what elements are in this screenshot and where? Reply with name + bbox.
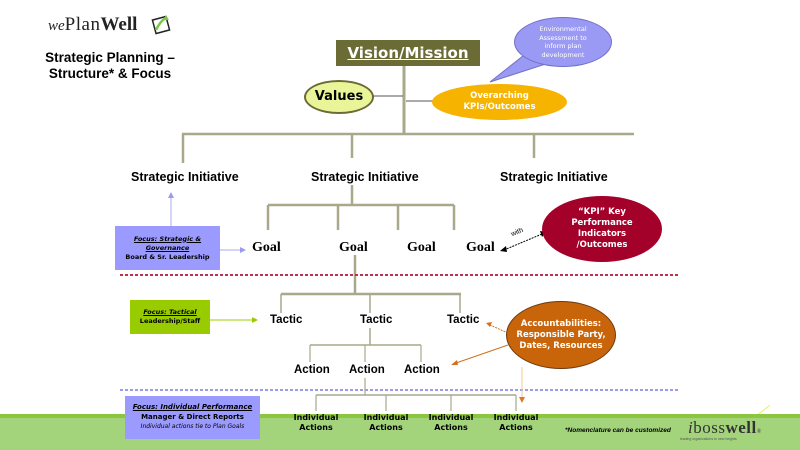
tactic: Tactic [360, 314, 393, 326]
individual-actions: Individual Actions [363, 413, 409, 432]
focus-tactical-box: Focus: Tactical Leadership/Staff [130, 300, 210, 334]
strategic-initiative: Strategic Initiative [311, 170, 419, 184]
strategic-initiative: Strategic Initiative [500, 170, 608, 184]
ibosswell-logo: ibosswell® [688, 418, 762, 437]
values-bubble: Values [304, 80, 374, 114]
focus-strategic-box: Focus: Strategic & Governance Board & Sr… [115, 226, 220, 270]
focus-individual-box: Focus: Individual Performance Manager & … [125, 396, 260, 439]
footer-divider [0, 414, 800, 418]
page-title: Strategic Planning – Structure* & Focus [45, 50, 175, 81]
environmental-assessment-callout: Environmental Assessment to inform plan … [514, 17, 612, 67]
accountabilities-bubble: Accountabilities: Responsible Party, Dat… [506, 301, 616, 369]
tactic: Tactic [447, 314, 480, 326]
individual-actions: Individual Actions [493, 413, 539, 432]
overarching-kpis-bubble: Overarching KPIs/Outcomes [432, 84, 567, 120]
goal: Goal [407, 240, 436, 255]
ibosswell-tagline: leading organizations to new heights [680, 437, 737, 441]
nomenclature-note: *Nomenclature can be customized [565, 427, 671, 434]
action: Action [294, 364, 330, 376]
goal: Goal [252, 240, 281, 255]
goal: Goal [466, 240, 495, 255]
strategic-initiative: Strategic Initiative [131, 170, 239, 184]
action: Action [404, 364, 440, 376]
kpi-bubble: “KPI” Key Performance Indicators /Outcom… [542, 196, 662, 262]
goal: Goal [339, 240, 368, 255]
vision-mission-box: Vision/Mission [336, 40, 480, 66]
action: Action [349, 364, 385, 376]
individual-actions: Individual Actions [428, 413, 474, 432]
tactic: Tactic [270, 314, 303, 326]
weplanwell-logo: wePlanWell [48, 14, 138, 35]
individual-actions: Individual Actions [293, 413, 339, 432]
